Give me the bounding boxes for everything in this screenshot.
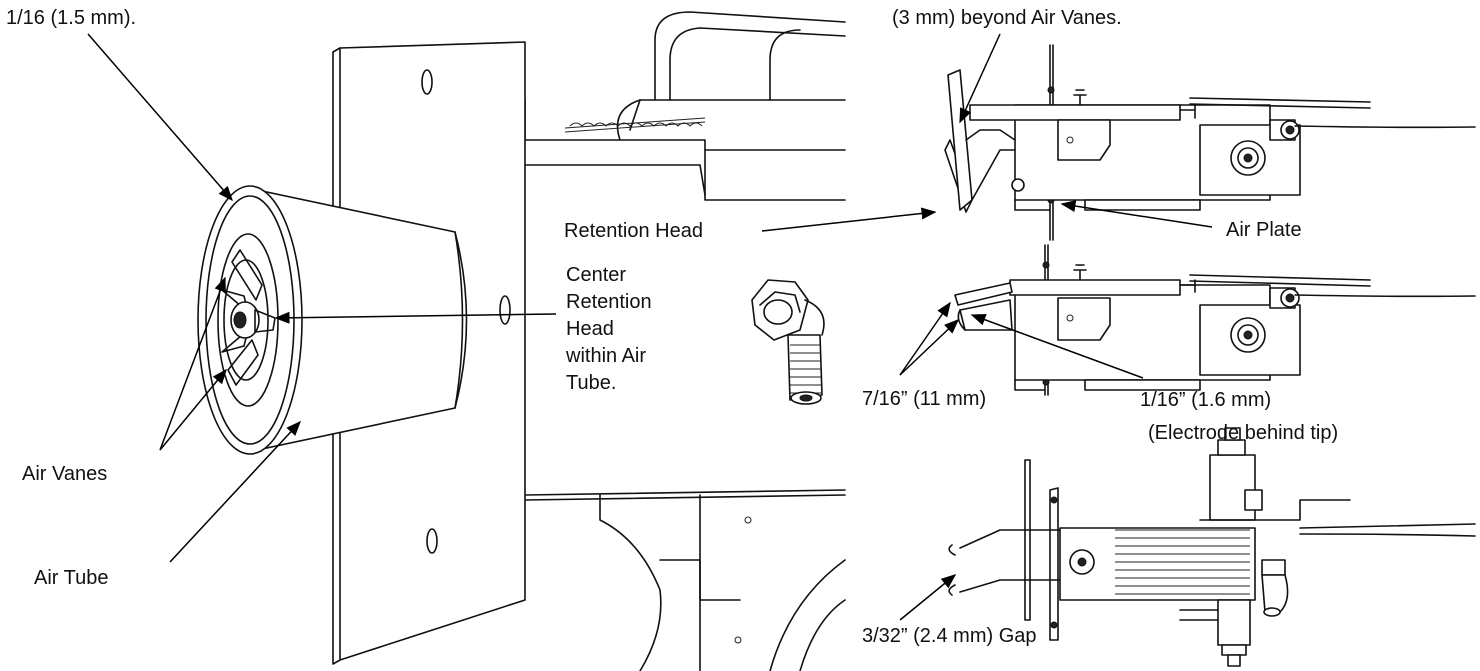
label-center-retention: Center Retention Head within Air Tube. — [566, 262, 652, 397]
label-retention-head: Retention Head — [564, 220, 703, 242]
label-electrode-behind: 1/16” (1.6 mm) — [1140, 389, 1272, 411]
retention-head-front — [197, 185, 303, 455]
label-electrode-spacing: 7/16” (11 mm) — [862, 388, 987, 410]
label-air-plate: Air Plate — [1226, 219, 1302, 241]
nozzle-fitting — [751, 279, 825, 405]
air-tube-body — [247, 187, 468, 453]
burner-view-top — [944, 44, 1476, 241]
label-air-tube: Air Tube — [34, 567, 109, 589]
label-center-retention-line: Tube. — [566, 372, 617, 394]
label-center-retention-line: Retention — [566, 291, 652, 313]
label-top-left-note: 1/16 (1.5 mm). — [6, 7, 137, 29]
burner-view-bottom — [948, 427, 1476, 667]
label-top-right-note: (3 mm) beyond Air Vanes. — [892, 7, 1122, 29]
label-gap: 3/32” (2.4 mm) Gap — [862, 625, 1037, 647]
label-air-vanes: Air Vanes — [22, 463, 108, 485]
label-electrode-behind-note: (Electrode behind tip) — [1148, 422, 1339, 444]
label-center-retention-line: Center — [566, 264, 627, 286]
burner-view-middle — [954, 244, 1476, 396]
leader-lines — [87, 33, 1213, 621]
label-center-retention-line: within Air — [566, 345, 647, 367]
label-center-retention-line: Head — [566, 318, 614, 340]
background-housing — [497, 11, 846, 671]
